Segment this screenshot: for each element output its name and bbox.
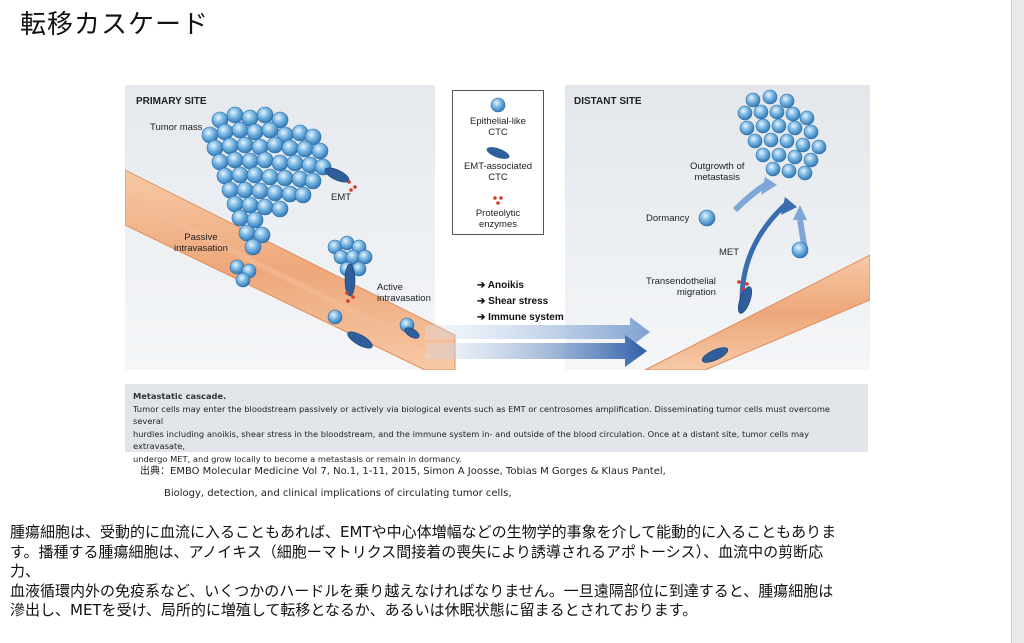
barrier-list: ➔ Anoikis ➔ Shear stress ➔ Immune system <box>477 278 587 326</box>
met-label: MET <box>719 247 740 258</box>
figure-caption: Metastatic cascade. Tumor cells may ente… <box>125 384 868 464</box>
source-line-1: 出典：EMBO Molecular Medicine Vol 7, No.1, … <box>140 466 666 477</box>
distant-site-heading: DISTANT SITE <box>574 96 642 107</box>
source-citation: 出典：EMBO Molecular Medicine Vol 7, No.1, … <box>140 461 666 505</box>
enzyme-icon <box>493 196 503 205</box>
page-title: 転移カスケード <box>20 10 210 40</box>
primary-site-heading: PRIMARY SITE <box>136 96 207 107</box>
scrollbar[interactable] <box>1011 0 1024 643</box>
proteolytic-enzymes <box>345 180 749 303</box>
metastasis-cells <box>698 89 827 259</box>
caption-line: hurdles including anoikis, shear stress … <box>133 428 810 452</box>
body-line: 滲出し、METを受け、局所的に増殖して転移となるか、あるいは休眠状態に留まるとさ… <box>10 601 698 619</box>
figure-illustration <box>125 89 870 370</box>
blood-vessel-distant <box>644 254 870 370</box>
tumor-mass-label: Tumor mass <box>150 122 203 133</box>
distant-site-panel <box>565 85 870 370</box>
body-line: 力、 <box>10 562 41 580</box>
dormancy-label: Dormancy <box>646 213 690 224</box>
caption-line: Tumor cells may enter the bloodstream pa… <box>133 403 831 427</box>
caption-title: Metastatic cascade. <box>133 391 227 401</box>
emt-cells <box>324 167 753 363</box>
metastatic-cascade-figure: PRIMARY SITE DISTANT SITE Tumor mass EMT… <box>125 85 870 370</box>
emt-label: EMT <box>331 192 352 203</box>
barrier-item: ➔ Immune system <box>477 312 564 323</box>
outgrowth-arrow <box>732 182 767 213</box>
barrier-item: ➔ Anoikis <box>477 280 524 291</box>
body-line: 血液循環内外の免疫系など、いくつかのハードルを乗り越えなければなりません。一旦遠… <box>10 581 834 600</box>
body-paragraph: 腫瘍細胞は、受動的に血流に入ることもあれば、EMTや中心体増幅などの生物学的事象… <box>10 523 1010 621</box>
source-line-2: Biology, detection, and clinical implica… <box>164 488 512 499</box>
body-line: 腫瘍細胞は、受動的に血流に入ることもあれば、EMTや中心体増幅などの生物学的事象… <box>10 523 837 541</box>
flow-arrow-lower <box>425 335 647 367</box>
emt-ctc-icon <box>486 147 510 159</box>
caption-line: undergo MET, and grow locally to become … <box>133 453 462 464</box>
body-line: す。播種する腫瘍細胞は、アノイキス（細胞ーマトリクス間接着の喪失により誘導される… <box>10 542 824 561</box>
barrier-item: ➔ Shear stress <box>477 296 549 307</box>
epithelial-ctc-icon <box>490 97 506 113</box>
flow-arrow-upper <box>425 317 650 347</box>
